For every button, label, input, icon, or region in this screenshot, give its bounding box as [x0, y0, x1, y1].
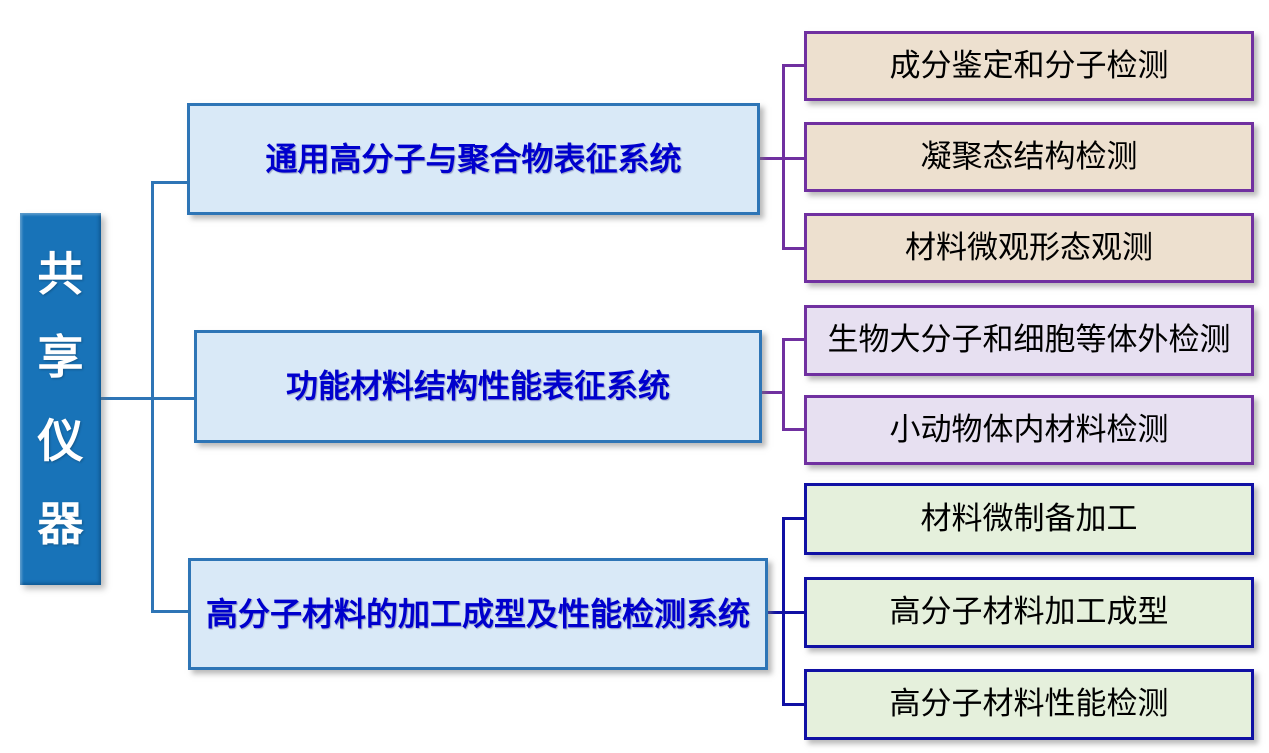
connector-system3-leaf1 [782, 517, 804, 520]
connector-system1-bracket [782, 64, 785, 250]
connector-system3-bracket [782, 517, 785, 706]
connector-system2-bracket [782, 338, 785, 431]
leaf-box-polymer-processing-molding: 高分子材料加工成型 [804, 577, 1254, 648]
connector-system3-leaf3 [782, 703, 804, 706]
leaf-box-small-animal-invivo-detection: 小动物体内材料检测 [804, 395, 1254, 465]
connector-branch-system-3 [151, 610, 193, 613]
leaf-box-label: 成分鉴定和分子检测 [889, 47, 1169, 83]
system-box-general-polymer-characterization: 通用高分子与聚合物表征系统 [187, 103, 760, 215]
leaf-box-polymer-performance-testing: 高分子材料性能检测 [804, 669, 1254, 740]
leaf-box-label: 凝聚态结构检测 [920, 138, 1138, 174]
connector-system1-leaf3 [782, 247, 804, 250]
root-char: 享 [37, 331, 84, 384]
root-char: 器 [37, 498, 84, 551]
connector-trunk-vertical [151, 181, 154, 613]
connector-system2-parent [762, 391, 784, 394]
leaf-box-material-micro-fabrication: 材料微制备加工 [804, 483, 1254, 555]
root-box-shared-instruments: 共 享 仪 器 [20, 213, 101, 585]
root-char: 仪 [37, 414, 84, 467]
leaf-box-label: 小动物体内材料检测 [889, 411, 1169, 447]
leaf-box-biomacromolecule-invitro-detection: 生物大分子和细胞等体外检测 [804, 305, 1254, 376]
leaf-box-label: 材料微制备加工 [920, 500, 1138, 536]
system-box-label: 功能材料结构性能表征系统 [285, 368, 670, 405]
connector-system3-parent [768, 611, 804, 614]
system-box-label: 通用高分子与聚合物表征系统 [265, 140, 682, 177]
leaf-box-micro-morphology-observation: 材料微观形态观测 [804, 213, 1254, 283]
connector-branch-system-1 [151, 181, 193, 184]
leaf-box-label: 高分子材料加工成型 [889, 594, 1169, 630]
leaf-box-label: 生物大分子和细胞等体外检测 [827, 322, 1231, 358]
connector-system2-leaf1 [782, 338, 804, 341]
leaf-box-composition-molecular-detection: 成分鉴定和分子检测 [804, 31, 1254, 101]
system-box-label: 高分子材料的加工成型及性能检测系统 [205, 595, 750, 632]
leaf-box-condensed-structure-detection: 凝聚态结构检测 [804, 122, 1254, 192]
system-box-functional-materials-characterization: 功能材料结构性能表征系统 [194, 330, 762, 443]
connector-root-to-system-2 [100, 397, 196, 400]
root-char: 共 [37, 247, 84, 300]
connector-system1-leaf1 [782, 64, 804, 67]
leaf-box-label: 高分子材料性能检测 [889, 686, 1169, 722]
system-box-polymer-processing-testing: 高分子材料的加工成型及性能检测系统 [188, 558, 768, 670]
connector-system2-leaf2 [782, 428, 804, 431]
leaf-box-label: 材料微观形态观测 [905, 229, 1153, 265]
